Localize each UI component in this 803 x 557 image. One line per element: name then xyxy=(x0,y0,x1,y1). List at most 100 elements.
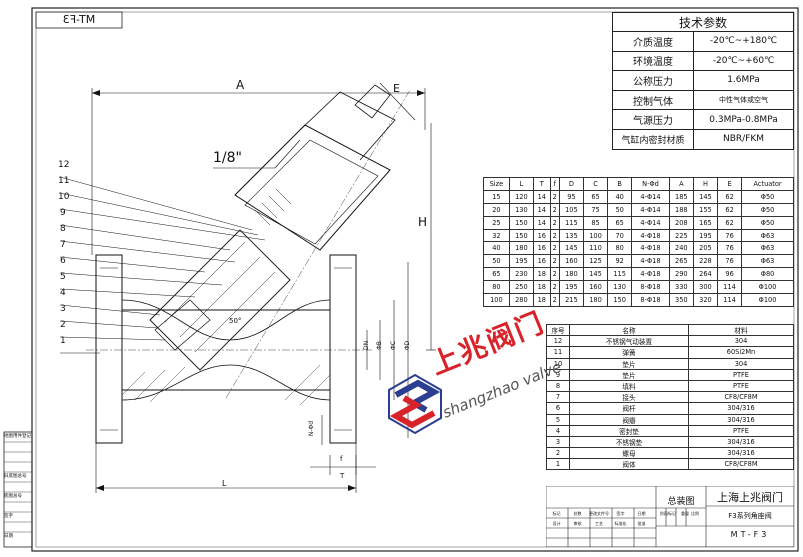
tech-key: 环境温度 xyxy=(612,50,694,72)
dims-cell: 230 xyxy=(508,267,534,282)
dims-cell: Φ50 xyxy=(741,202,794,217)
dims-cell: 76 xyxy=(717,254,743,269)
tech-key: 公称压力 xyxy=(612,70,694,91)
callout-3: 3 xyxy=(60,304,66,314)
dims-cell: 225 xyxy=(668,228,694,243)
callout-10: 10 xyxy=(58,192,70,202)
parts-cell: 填料 xyxy=(569,379,689,393)
parts-cell: 7 xyxy=(546,391,570,404)
title-small-label: 标准化 xyxy=(614,521,627,526)
dims-cell: 80 xyxy=(607,241,633,256)
series-name: F3系列角座阀 xyxy=(728,512,772,520)
parts-cell: 阀杆 xyxy=(569,402,689,415)
title-small-label: 阶段标记 xyxy=(660,511,676,516)
parts-header: 序号 xyxy=(546,323,570,337)
dims-cell: 145 xyxy=(558,241,584,256)
parts-cell: 304/316 xyxy=(688,413,794,426)
parts-cell: 60Si2Mn xyxy=(688,346,794,359)
callout-6: 6 xyxy=(60,256,66,266)
parts-cell: 11 xyxy=(546,346,570,359)
callout-7: 7 xyxy=(60,240,66,250)
dims-cell: 4-Φ18 xyxy=(631,241,670,256)
dim-label-phiC: ΦC xyxy=(389,341,397,350)
dims-cell: 114 xyxy=(717,293,743,307)
dims-cell: 8-Φ18 xyxy=(631,293,670,307)
dims-cell: 130 xyxy=(508,202,534,217)
dims-cell: 135 xyxy=(558,228,584,243)
dims-cell: 125 xyxy=(582,254,609,269)
dims-cell: 96 xyxy=(717,267,743,282)
dims-cell: Φ63 xyxy=(741,241,794,256)
dims-cell: 32 xyxy=(483,228,510,243)
tech-row: 控制气体中性气体或空气 xyxy=(612,89,794,111)
dims-cell: 205 xyxy=(692,241,719,256)
dims-cell: 62 xyxy=(717,215,743,230)
parts-cell: CF8/CF8M xyxy=(688,458,794,471)
callout-8: 8 xyxy=(60,224,66,234)
tech-key: 气缸内密封材质 xyxy=(612,128,694,150)
dims-cell: 4-Φ18 xyxy=(631,267,670,282)
dims-cell: 160 xyxy=(558,254,584,269)
parts-cell: 接头 xyxy=(569,391,689,404)
parts-cell: 304/316 xyxy=(688,402,794,415)
parts-header: 材料 xyxy=(688,323,794,337)
title-small-label: 工艺 xyxy=(595,521,603,526)
dims-cell: 40 xyxy=(483,241,510,256)
dims-cell: 2 xyxy=(549,215,560,230)
parts-cell: 不锈钢垫 xyxy=(569,435,689,449)
dims-header-cell: Actuator xyxy=(741,177,794,191)
parts-cell: 不锈钢气动装置 xyxy=(569,335,689,348)
dims-header-cell: N-Φd xyxy=(631,177,670,191)
dims-cell: 290 xyxy=(668,267,694,282)
dims-cell: 114 xyxy=(717,280,743,295)
tech-row: 环境温度-20℃~+60℃ xyxy=(612,50,794,72)
dims-cell: 4-Φ18 xyxy=(631,228,670,243)
parts-cell: 密封垫 xyxy=(569,424,689,437)
parts-cell: 4 xyxy=(546,424,570,437)
parts-cell: 3 xyxy=(546,435,570,449)
tech-key: 控制气体 xyxy=(612,89,694,111)
tech-row: 介质温度-20℃~+180℃ xyxy=(612,31,794,52)
tech-value: -20℃~+180℃ xyxy=(693,31,794,52)
parts-cell: PTFE xyxy=(688,424,794,437)
dims-cell: Φ100 xyxy=(741,293,794,307)
left-strip-item: 日期 xyxy=(4,534,13,539)
dims-header-cell: Size xyxy=(483,177,510,191)
dims-cell: 75 xyxy=(582,202,609,217)
tech-key: 气源压力 xyxy=(612,109,694,130)
dim-label-E: E xyxy=(393,82,400,95)
dims-cell: Φ63 xyxy=(741,254,794,269)
dims-cell: 2 xyxy=(549,280,560,295)
parts-cell: 阀瓣 xyxy=(569,413,689,426)
title-small-label: 签字 xyxy=(616,511,625,516)
dim-label-pipe: 1/8" xyxy=(213,150,242,166)
dims-cell: 180 xyxy=(508,241,534,256)
dim-label-angle: 50° xyxy=(229,317,242,325)
dims-cell: 18 xyxy=(532,280,551,295)
dim-label-A: A xyxy=(236,78,245,92)
dims-cell: 92 xyxy=(607,254,633,269)
parts-cell: 垫片 xyxy=(569,357,689,370)
tech-value: NBR/FKM xyxy=(693,128,794,150)
dims-cell: 185 xyxy=(668,189,694,204)
callout-2: 2 xyxy=(60,320,66,330)
dims-cell: 100 xyxy=(582,228,609,243)
left-strip: 地图用件登记 旧底图总号 底图总号 签字 日期 xyxy=(4,432,32,542)
dims-cell: 300 xyxy=(692,280,719,295)
title-small-label: 标记 xyxy=(552,511,561,516)
dims-cell: 180 xyxy=(582,293,609,307)
dims-header-cell: H xyxy=(692,177,719,191)
dims-cell: 188 xyxy=(668,202,694,217)
dims-cell: 50 xyxy=(483,254,510,269)
dims-cell: 110 xyxy=(582,241,609,256)
dims-cell: 65 xyxy=(582,189,609,204)
tech-header: 技术参数 xyxy=(612,12,794,32)
